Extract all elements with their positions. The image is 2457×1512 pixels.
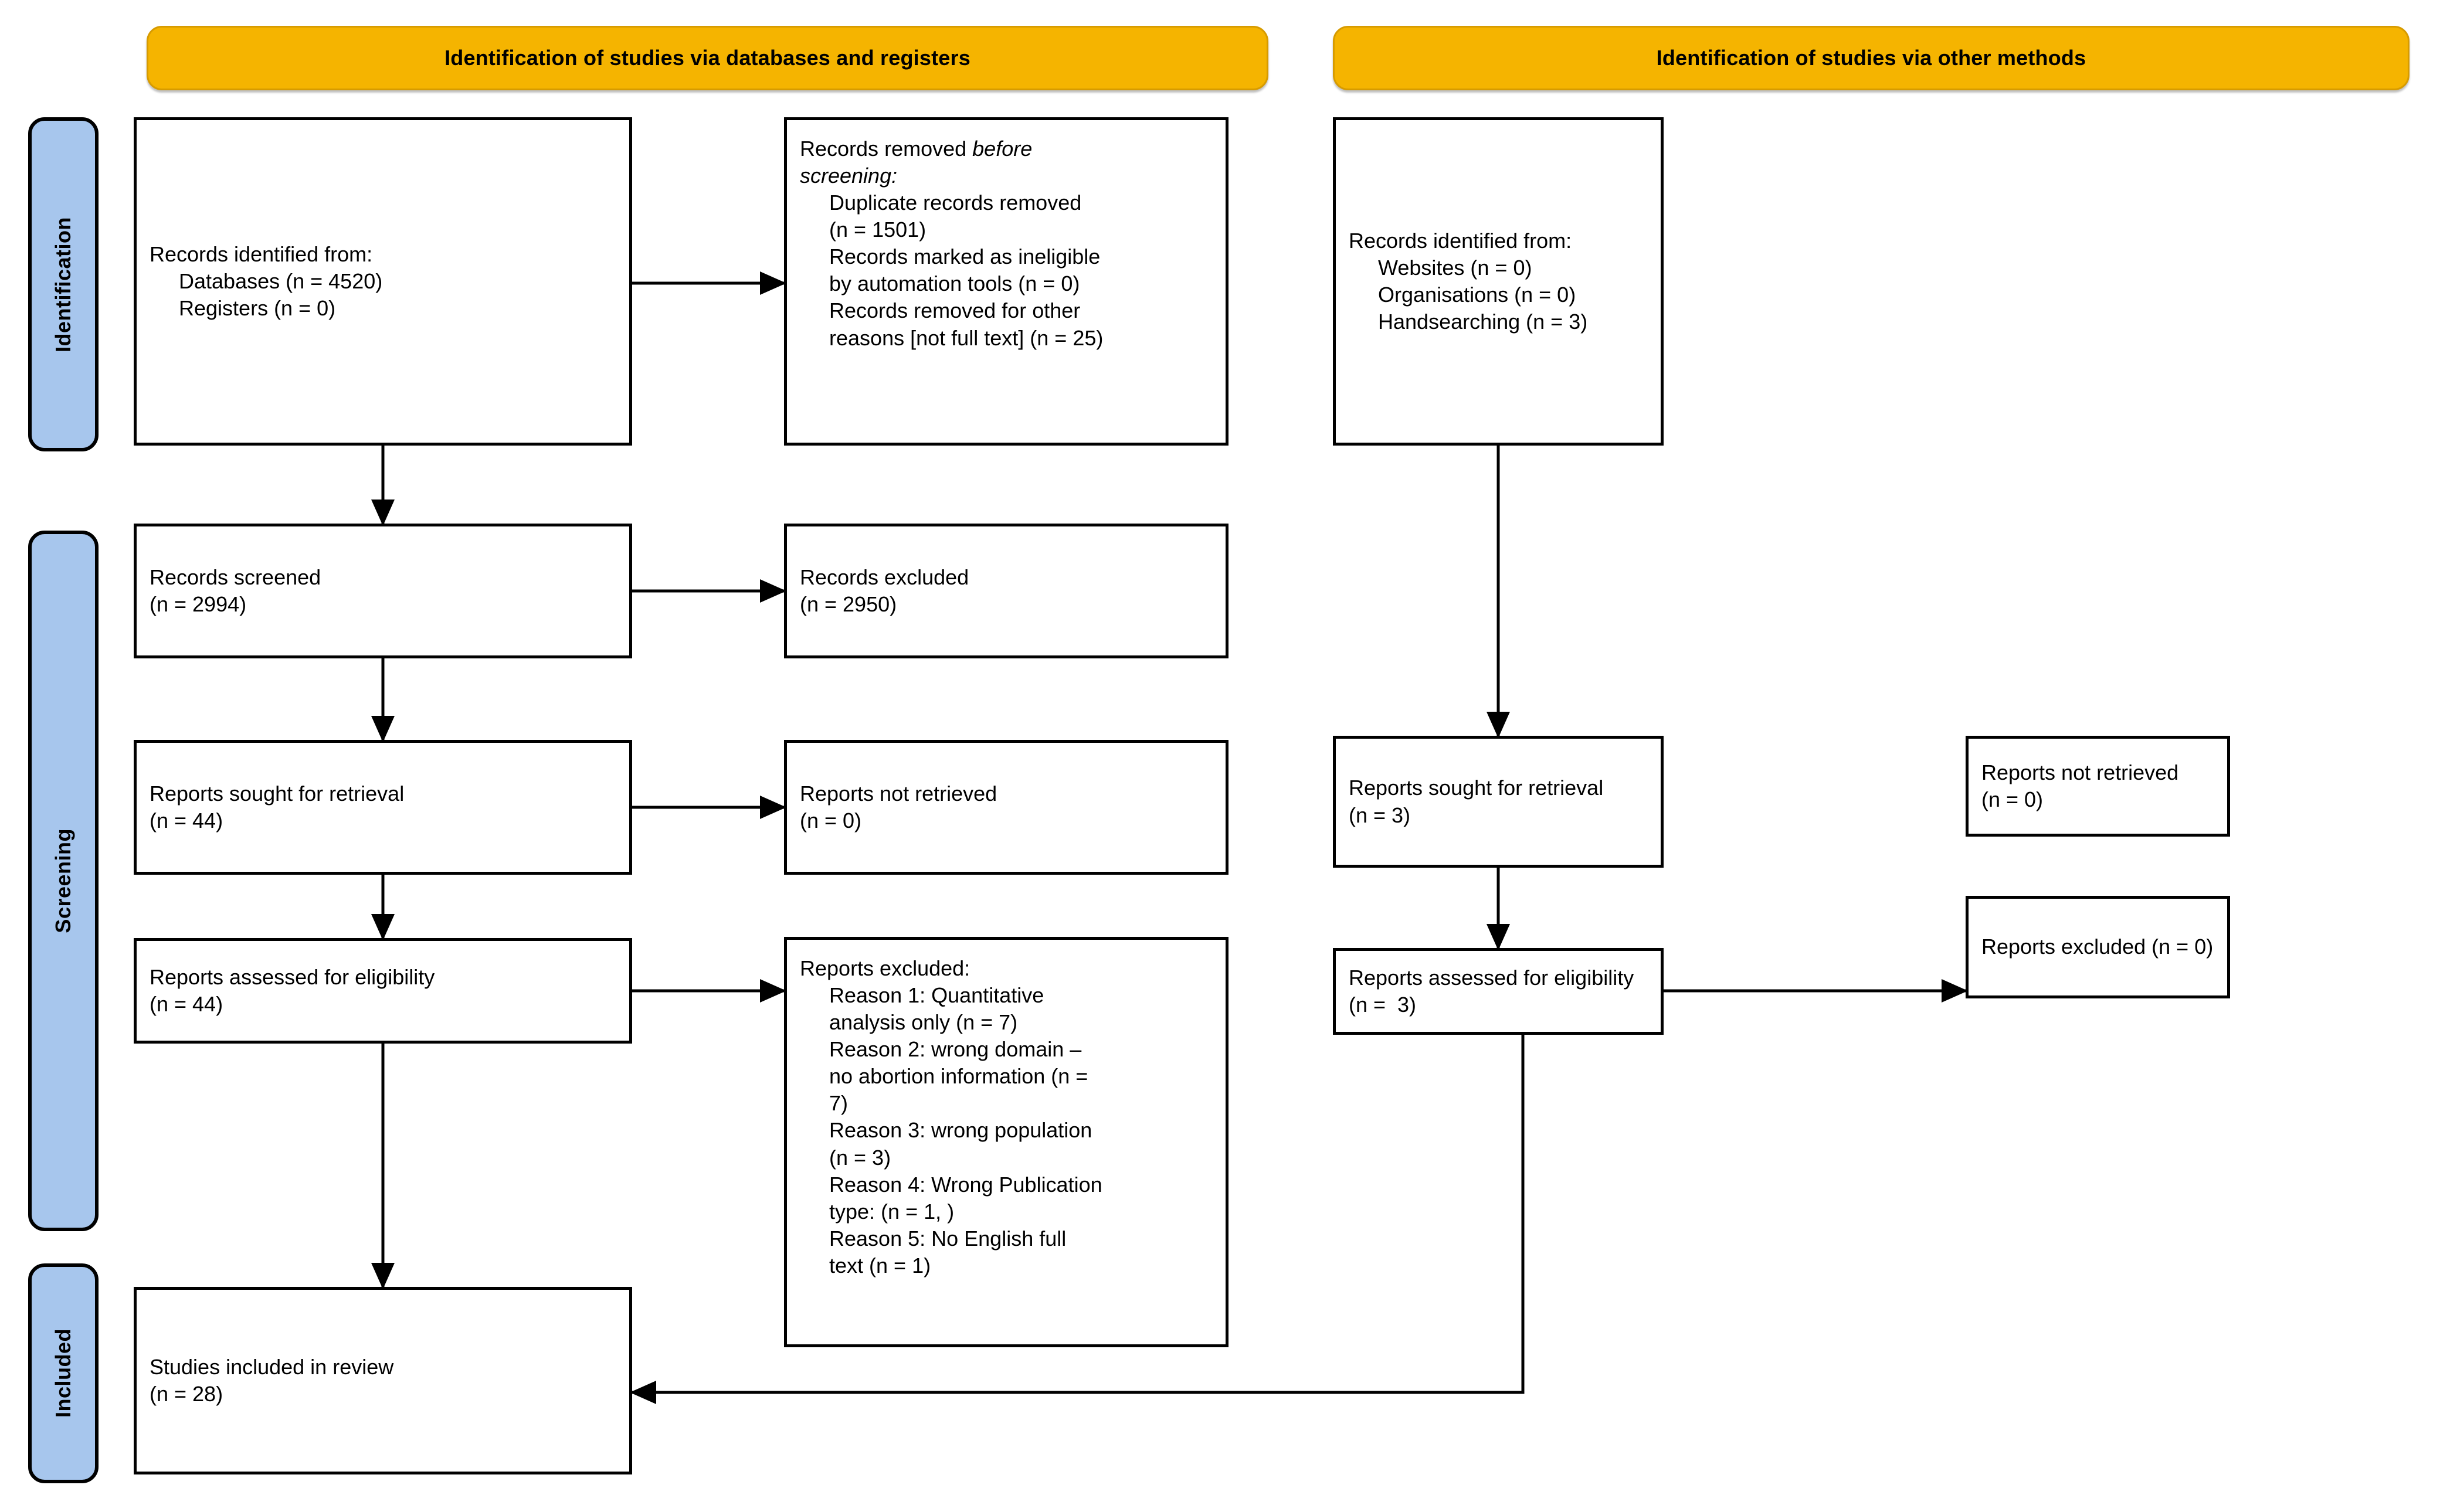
box-text-line: Reason 1: Quantitative: [800, 983, 1044, 1008]
stage-label-screening: Screening: [28, 531, 99, 1231]
box-text-line: Records removed for other: [829, 298, 1081, 323]
box-text-line: (n = 3): [800, 1145, 891, 1170]
phase-banner-databases: Identification of studies via databases …: [147, 26, 1268, 90]
box-text-line: analysis only (n = 7): [800, 1010, 1018, 1035]
box-text-line: Handsearching (n = 3): [1349, 310, 1588, 334]
box-text-line: Registers (n = 0): [150, 296, 336, 321]
records-removed-before-screening-box: Records removed before screening: Duplica…: [784, 117, 1228, 446]
reports-excluded-other-box: Reports excluded (n = 0): [1966, 896, 2230, 998]
phase-banner-other-methods: Identification of studies via other meth…: [1333, 26, 2410, 90]
records-excluded-box: Records excluded (n = 2950): [784, 524, 1228, 658]
box-text-line: (n = 28): [150, 1382, 223, 1406]
box-text-line: (n = 0): [1981, 787, 2044, 811]
box-text: Reports sought for retrieval(n = 44): [150, 780, 404, 834]
box-text: Reports assessed for eligibility (n = 3): [1349, 964, 1634, 1018]
studies-included-in-review-box: Studies included in review (n = 28): [134, 1287, 632, 1474]
box-text-line: Records excluded: [800, 565, 969, 589]
box-text-line: (n = 1501): [829, 218, 927, 242]
box-text-line: (n = 0): [800, 808, 862, 833]
box-text-line: Organisations (n = 0): [1349, 283, 1576, 307]
stage-label-text: Screening: [51, 828, 75, 933]
records-identified-from-other-methods-box: Records identified from: Websites (n = 0…: [1333, 117, 1664, 446]
box-text-line: text (n = 1): [800, 1253, 931, 1277]
records-screened-box: Records screened (n = 2994): [134, 524, 632, 658]
box-text-line: no abortion information (n =: [800, 1064, 1088, 1089]
box-text-line: Records marked as ineligible: [829, 244, 1101, 269]
box-text: Records screened (n = 2994): [150, 564, 321, 618]
box-text: Reports sought for retrieval (n = 3): [1349, 774, 1603, 828]
box-text-line: (n = 3): [1349, 803, 1411, 827]
stage-label-included: Included: [28, 1263, 99, 1483]
stage-label-text: Included: [51, 1328, 75, 1418]
box-text-line: Records identified from:: [1349, 228, 1572, 253]
records-identified-from-databases-box: Records identified from: Databases (n = …: [134, 117, 632, 446]
box-text: Studies included in review (n = 28): [150, 1354, 393, 1408]
box-text: Reports not retrieved (n = 0): [1981, 759, 2178, 813]
box-text-line: Reports assessed for eligibility: [1349, 965, 1634, 990]
box-text-line: 7): [800, 1091, 849, 1116]
box-text-line: type: (n = 1, ): [800, 1199, 955, 1224]
box-text-line: Reason 3: wrong population: [800, 1118, 1092, 1143]
phase-banner-label: Identification of studies via other meth…: [1656, 46, 2086, 70]
box-text-line: Reports excluded (n = 0): [1981, 935, 2214, 959]
box-text: Records identified from: Websites (n = 0…: [1349, 227, 1587, 335]
box-text: Records identified from: Databases (n = …: [150, 241, 382, 322]
stage-label-text: Identification: [51, 216, 75, 352]
box-text-line: by automation tools (n = 0): [829, 271, 1080, 296]
reports-assessed-for-eligibility-other-box: Reports assessed for eligibility (n = 3): [1333, 948, 1664, 1035]
box-text: Reports excluded (n = 0): [1981, 933, 2213, 960]
box-text-line: Studies included in review: [150, 1354, 394, 1379]
reports-assessed-for-eligibility-box: Reports assessed for eligibility (n = 44): [134, 938, 632, 1044]
reports-not-retrieved-other-box: Reports not retrieved (n = 0): [1966, 736, 2230, 837]
reports-sought-for-retrieval-box: Reports sought for retrieval(n = 44): [134, 740, 632, 875]
box-text-line: Reports not retrieved: [800, 781, 997, 806]
box-text-line: Databases (n = 4520): [150, 269, 383, 293]
stage-label-identification: Identification: [28, 117, 99, 451]
box-text-line: Reports excluded:: [800, 956, 970, 980]
box-text-line: Reports not retrieved: [1981, 760, 2179, 784]
box-text-line: Reason 2: wrong domain –: [800, 1037, 1082, 1062]
box-text: Records removed before screening: Duplica…: [800, 135, 1103, 352]
box-text-line: (n = 44): [150, 808, 223, 833]
box-text-line: Reason 4: Wrong Publication: [800, 1172, 1102, 1197]
box-text-line: Reason 5: No English full: [800, 1226, 1067, 1251]
box-text-line: (n = 2950): [800, 592, 897, 616]
box-text-line: (n = 2994): [150, 592, 247, 616]
phase-banner-label: Identification of studies via databases …: [444, 46, 970, 70]
box-text: Reports assessed for eligibility (n = 44): [150, 964, 435, 1018]
box-text-line: Records identified from:: [150, 242, 373, 266]
box-text: Reports not retrieved(n = 0): [800, 780, 997, 834]
box-text-line: reasons [not full text] (n = 25): [829, 325, 1104, 350]
box-text-line: Reports assessed for eligibility: [150, 964, 435, 989]
reports-excluded-with-reasons-box: Reports excluded: Reason 1: Quantitative…: [784, 937, 1228, 1347]
reports-sought-for-retrieval-other-box: Reports sought for retrieval (n = 3): [1333, 736, 1664, 868]
box-text-line: (n = 44): [150, 992, 223, 1016]
box-text-line: Reports sought for retrieval: [1349, 776, 1604, 800]
reports-not-retrieved-box: Reports not retrieved(n = 0): [784, 740, 1228, 875]
box-text: Records excluded (n = 2950): [800, 564, 969, 618]
box-text-line: Records screened: [150, 565, 321, 589]
box-text-line: (n = 3): [1349, 993, 1417, 1017]
box-text-line: Duplicate records removed: [829, 191, 1082, 215]
box-text: Reports excluded: Reason 1: Quantitative…: [800, 955, 1102, 1279]
box-text-line: Records removed before: [800, 137, 1033, 161]
box-text-line: Websites (n = 0): [1349, 255, 1532, 280]
box-text-line: Reports sought for retrieval: [150, 781, 405, 806]
box-text-line: screening:: [800, 164, 898, 188]
